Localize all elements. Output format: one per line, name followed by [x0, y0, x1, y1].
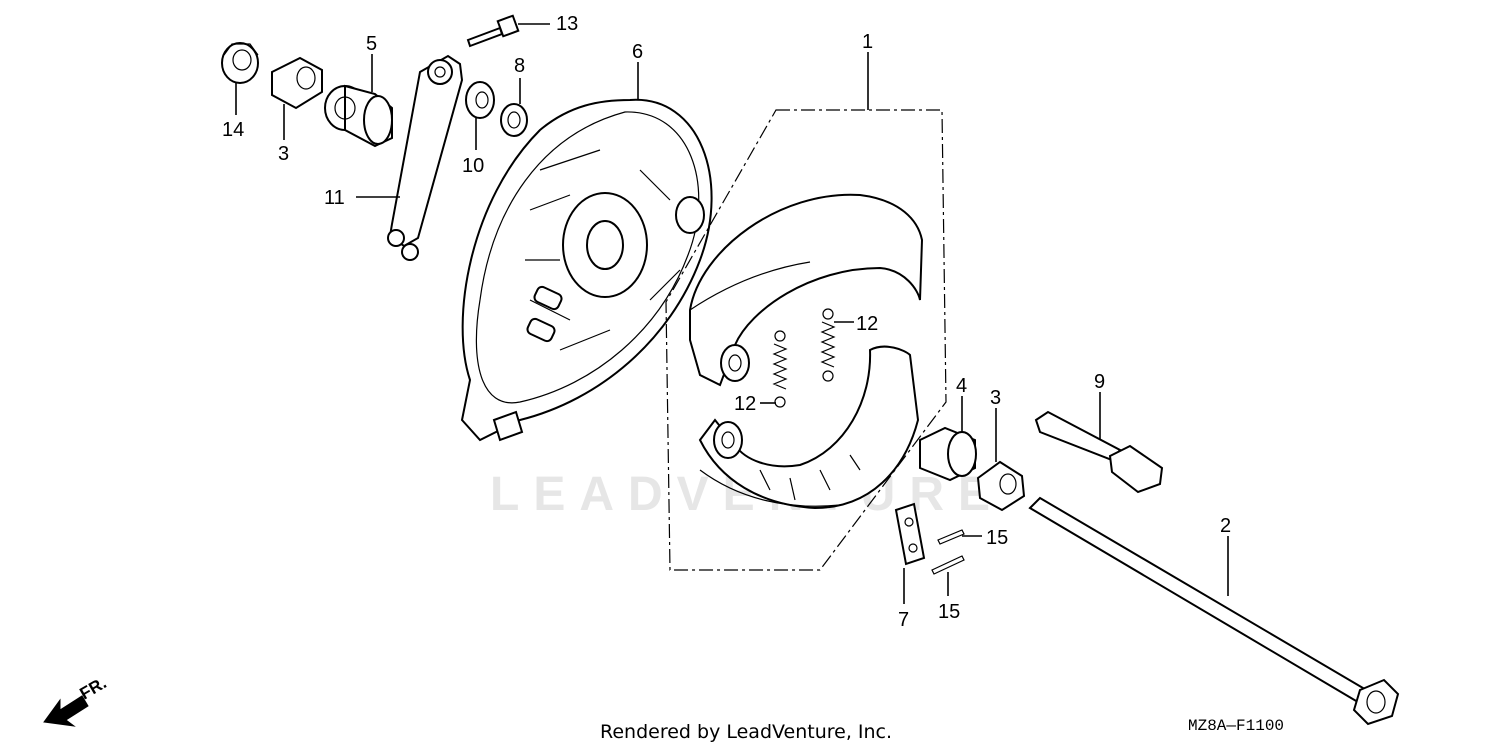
footer-credit: Rendered by LeadVenture, Inc.	[600, 721, 892, 743]
seal-8[interactable]	[500, 103, 528, 137]
washer-10[interactable]	[465, 81, 495, 119]
brake-arm-11[interactable]	[387, 54, 464, 261]
axle-2[interactable]	[1028, 496, 1400, 726]
callout-15-upper: 15	[986, 527, 1008, 549]
callout-1: 1	[862, 31, 873, 53]
callout-10: 10	[462, 155, 484, 177]
plate-7[interactable]	[894, 502, 926, 566]
callout-7: 7	[898, 609, 909, 631]
brake-panel-6[interactable]	[460, 98, 713, 442]
callout-13: 13	[556, 13, 578, 35]
front-arrow-icon	[43, 695, 89, 727]
brake-shoe-set-frame-1	[665, 109, 947, 571]
spring-12-left[interactable]	[772, 330, 788, 408]
callout-14: 14	[222, 119, 244, 141]
brake-shoe-upper[interactable]	[689, 193, 924, 387]
callout-12-left: 12	[734, 393, 756, 415]
diagram-code: MZ8A—F1100	[1188, 717, 1284, 735]
cotter-pin-15-lower[interactable]	[931, 555, 965, 575]
callout-5: 5	[366, 33, 377, 55]
callout-3-upper: 3	[278, 143, 289, 165]
collar-3-lower[interactable]	[976, 460, 1026, 512]
brake-cam-9[interactable]	[1034, 410, 1164, 494]
spring-12-right[interactable]	[820, 308, 836, 382]
callout-2: 2	[1220, 515, 1231, 537]
callout-6: 6	[632, 41, 643, 63]
bushing-5[interactable]	[324, 84, 393, 148]
front-direction-indicator: FR.	[43, 673, 110, 727]
bolt-13[interactable]	[466, 14, 520, 48]
cotter-pin-15-upper[interactable]	[937, 529, 965, 545]
callout-15-lower: 15	[938, 601, 960, 623]
collar-3-upper[interactable]	[271, 56, 323, 110]
callout-12-right: 12	[856, 313, 878, 335]
callout-4: 4	[956, 375, 967, 397]
brake-shoe-lower[interactable]	[698, 345, 920, 510]
callout-11: 11	[324, 187, 345, 209]
nut-14[interactable]	[221, 42, 259, 84]
callout-8: 8	[514, 55, 525, 77]
collar-4[interactable]	[919, 426, 977, 482]
callout-9: 9	[1094, 371, 1105, 393]
callout-3-lower: 3	[990, 387, 1001, 409]
